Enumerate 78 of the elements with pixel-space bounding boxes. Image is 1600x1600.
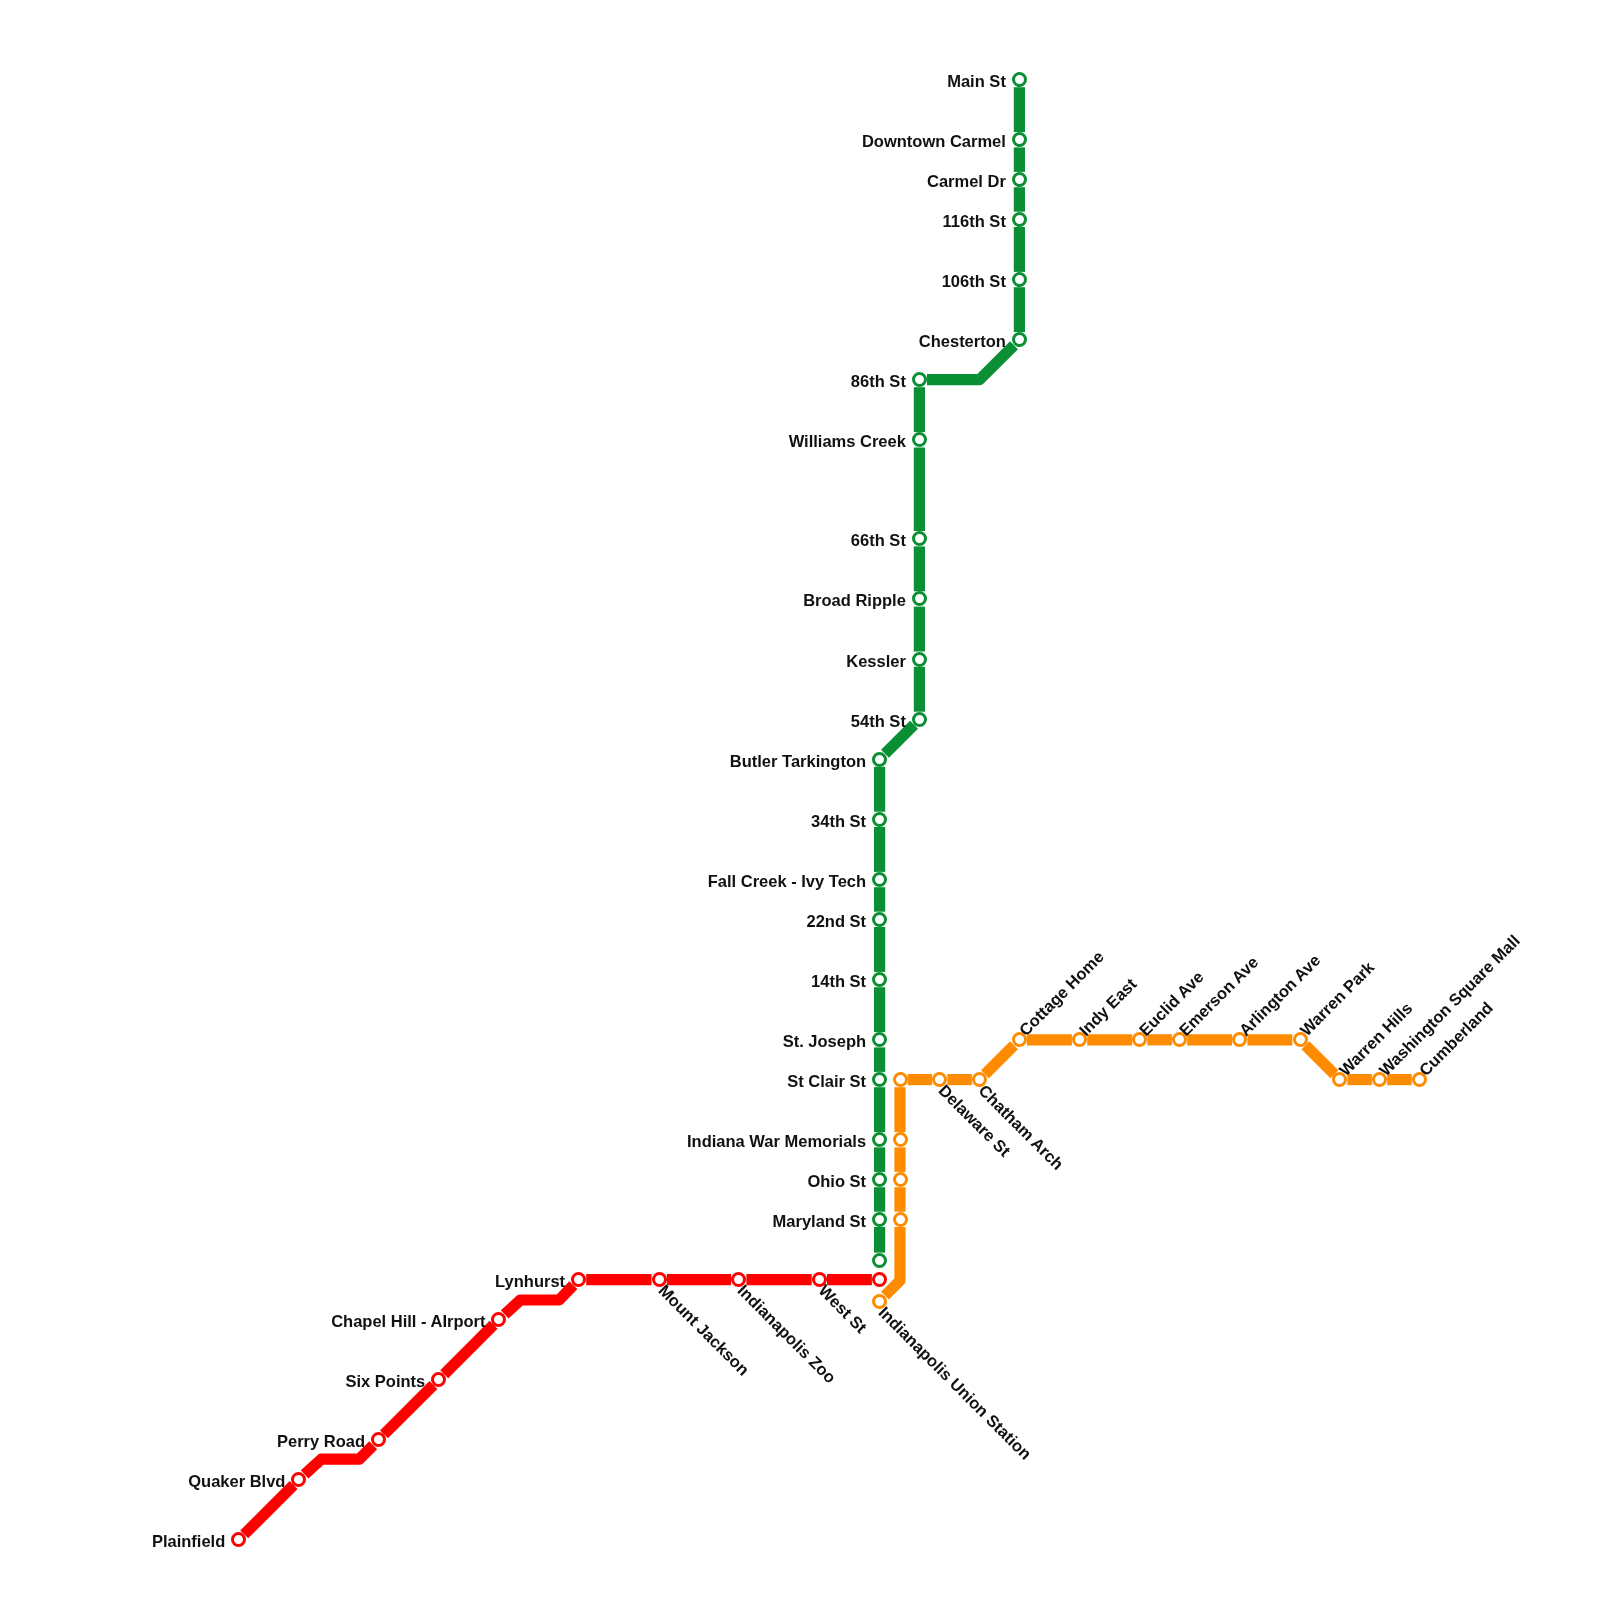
station-name: Downtown Carmel [861, 132, 1006, 151]
rail-line [1247, 1034, 1293, 1046]
rail-line [380, 1381, 438, 1439]
station-name: 116th St [942, 211, 1006, 230]
station-marker [892, 1172, 908, 1188]
rail-line [827, 1274, 872, 1286]
station-name: 66th St [850, 531, 906, 550]
station-name: Broad Ripple [803, 591, 906, 610]
rail-line [874, 1147, 886, 1172]
station-name: Indiana War Memorials [686, 1132, 867, 1151]
rail-line [894, 1147, 906, 1172]
rail-line [913, 447, 925, 532]
rail-line [1387, 1074, 1412, 1086]
station-name: Lynhurst [495, 1272, 566, 1291]
rail-line [1087, 1034, 1133, 1046]
rail-line [913, 606, 925, 652]
station-name: Plainfield [151, 1532, 226, 1551]
rail-line [874, 827, 886, 872]
rail-line [874, 766, 886, 812]
rail-line [874, 987, 886, 1033]
station-name: 34th St [811, 811, 867, 830]
station-name: 22nd St [806, 911, 867, 930]
rail-line [1187, 1034, 1233, 1046]
rail-line [1027, 1034, 1072, 1046]
station-marker [872, 1272, 888, 1288]
station-name: St Clair St [787, 1072, 867, 1091]
rail-line [913, 546, 925, 592]
rail-line [874, 1227, 886, 1253]
rail-line [874, 887, 886, 912]
rail-line [1301, 1041, 1339, 1079]
rail-line [1013, 227, 1025, 272]
rail-line [666, 1274, 732, 1286]
rail-line [874, 1187, 886, 1212]
rail-line [586, 1274, 652, 1286]
rail-line [1013, 87, 1025, 133]
rail-line [1013, 147, 1025, 172]
station-name: Maryland St [772, 1211, 867, 1230]
station-name: 86th St [850, 372, 906, 391]
rail-line [1013, 187, 1025, 212]
rail-line [907, 1074, 933, 1086]
rail-line [746, 1274, 812, 1286]
rail-line [440, 1320, 498, 1379]
rail-line [1347, 1074, 1372, 1086]
station-name: 14th St [811, 972, 867, 991]
rail-line [240, 1481, 298, 1539]
rail-line [1013, 287, 1025, 333]
rail-line [1147, 1034, 1172, 1046]
station-name: Six Points [345, 1372, 426, 1391]
rail-line [894, 1087, 906, 1133]
station-name: Carmel Dr [927, 172, 1006, 191]
station-name: 106th St [941, 272, 1006, 291]
station-name: Ohio St [807, 1172, 867, 1191]
rail-line [927, 341, 1018, 386]
station-name: Quaker Blvd [188, 1472, 286, 1491]
rail-line [947, 1074, 972, 1086]
rail-line [500, 1281, 578, 1319]
rail-line [300, 1441, 378, 1479]
station-marker [892, 1132, 908, 1148]
rail-line [881, 1227, 906, 1300]
station-marker [892, 1072, 908, 1088]
rail-line [894, 1187, 906, 1212]
station-name: Perry Road [277, 1432, 366, 1451]
station-name: Chesterton [918, 332, 1006, 351]
station-name: St. Joseph [782, 1032, 867, 1051]
station-name: Williams Creek [788, 432, 906, 451]
station-name: Chapel Hill - AIrport [331, 1311, 486, 1330]
station-name: Fall Creek - Ivy Tech [707, 872, 867, 891]
rail-line [881, 720, 918, 758]
rail-line [913, 666, 925, 712]
rail-line [913, 387, 925, 433]
rail-line [874, 1047, 886, 1072]
rail-line [981, 1041, 1018, 1079]
station-name: 54th St [850, 711, 906, 730]
rail-line [874, 927, 886, 972]
station-name: Kessler [846, 651, 906, 670]
rail-line [874, 1087, 886, 1133]
station-name: Main St [947, 72, 1006, 91]
station-name: Butler Tarkington [729, 751, 867, 770]
